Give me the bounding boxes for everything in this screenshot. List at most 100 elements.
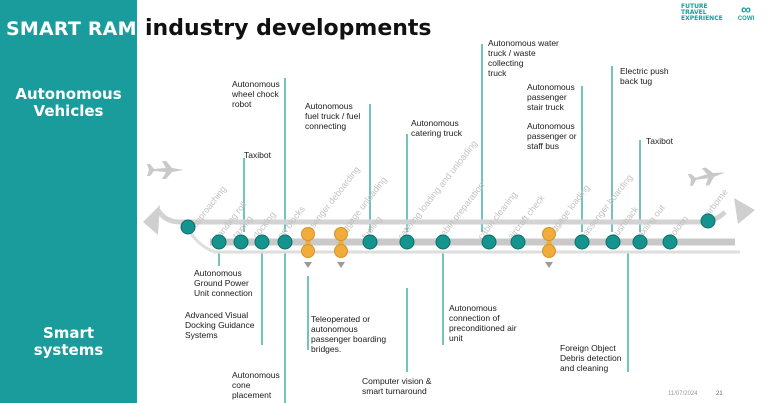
stage-node <box>180 219 196 235</box>
annotation-line: unit <box>449 333 463 343</box>
stage-node <box>277 234 293 250</box>
annotation-line: Electric push <box>620 66 669 76</box>
annotation-ground-power-unit: Autonomous Ground Power Unit connection <box>194 268 253 298</box>
annotation-line: wheel chock <box>232 89 279 99</box>
annotation-taxibot-2: Taxibot <box>646 136 673 146</box>
annotation-line: placement <box>232 390 272 400</box>
annotation-line: stair truck <box>527 102 564 112</box>
annotation-line: staff bus <box>527 141 559 151</box>
bridge-top-disc <box>301 227 315 241</box>
bridge-bottom-disc <box>334 244 348 258</box>
annotation-line: passenger boarding <box>311 334 387 344</box>
side-label-line: Smart <box>42 324 95 342</box>
plane-left-icon <box>147 161 184 179</box>
stage-node <box>632 234 648 250</box>
annotation-line: Autonomous <box>305 101 353 111</box>
annotation-line: Autonomous <box>411 118 459 128</box>
annotation-line: truck <box>488 68 507 78</box>
annotation-passenger-bus: Autonomous passenger or staff bus <box>527 121 577 151</box>
annotation-line: Autonomous water <box>488 38 559 48</box>
annotation-line: Teleoperated or <box>311 314 371 324</box>
stage-label: catering loading and unloading <box>396 138 479 241</box>
boarding-bridges <box>301 227 556 268</box>
annotation-line: Unit connection <box>194 288 253 298</box>
stage-node <box>211 234 227 250</box>
annotation-push-back-tug: Electric push back tug <box>620 66 669 86</box>
annotation-line: Systems <box>185 330 218 340</box>
cowi-wordmark: COWI <box>737 16 755 22</box>
timeline-arrow-lower-2 <box>188 231 740 254</box>
annotation-line: robot <box>232 99 252 109</box>
annotation-wheel-chock-robot: Autonomous wheel chock robot <box>232 79 280 109</box>
sidebar-band: SMART RAMP Autonomous Vehicles Smart sys… <box>0 0 151 403</box>
stage-node <box>481 234 497 250</box>
annotation-line: autonomous <box>311 324 358 334</box>
annotation-docking-guidance: Advanced Visual Docking Guidance Systems <box>185 310 254 340</box>
infinity-icon: ∞ <box>741 1 751 17</box>
side-label-line: Vehicles <box>33 102 104 120</box>
footer-date: 11/07/2024 <box>668 391 698 397</box>
bridge-arrow-down <box>304 262 312 268</box>
boarding-bridge-icon <box>301 227 315 268</box>
annotation-preconditioned-air: Autonomous connection of preconditioned … <box>449 303 517 343</box>
annotation-line: smart turnaround <box>362 386 427 396</box>
annotation-cone-placement: Autonomous cone placement <box>232 370 280 400</box>
autonomous-vehicles-label: Autonomous Vehicles <box>0 86 137 120</box>
annotation-line: Foreign Object <box>560 343 616 353</box>
annotation-line: catering truck <box>411 128 463 138</box>
annotation-line: passenger <box>527 92 567 102</box>
annotation-taxibot-1: Taxibot <box>244 150 271 160</box>
bridge-bottom-disc <box>301 244 315 258</box>
annotation-line: Taxibot <box>244 150 271 160</box>
bridge-top-disc <box>334 227 348 241</box>
smart-systems-label: Smart systems <box>0 325 137 359</box>
annotation-stair-truck: Autonomous passenger stair truck <box>527 82 575 112</box>
annotation-water-truck: Autonomous water truck / waste collectin… <box>488 38 559 78</box>
stage-node <box>435 234 451 250</box>
annotation-line: collecting <box>488 58 524 68</box>
stage-label: passenger boarding <box>578 172 635 241</box>
annotation-line: Autonomous <box>527 121 575 131</box>
timeline-arrow-upper <box>155 208 727 225</box>
boarding-bridge-icon <box>542 227 556 268</box>
annotation-line: cone <box>232 380 251 390</box>
annotation-line: preconditioned air <box>449 323 517 333</box>
stage-node <box>233 234 249 250</box>
bridge-stem <box>305 234 311 250</box>
annotation-boarding-bridges: Teleoperated or autonomous passenger boa… <box>311 314 386 354</box>
stage-node <box>700 213 716 229</box>
annotation-line: Ground Power <box>194 278 249 288</box>
annotation-line: bridges. <box>311 344 342 354</box>
annotation-line: Autonomous <box>232 79 280 89</box>
annotation-fuel-truck: Autonomous fuel truck / fuel connecting <box>305 101 360 131</box>
annotation-line: back tug <box>620 76 653 86</box>
stage-node <box>605 234 621 250</box>
side-label-line: Autonomous <box>15 85 122 103</box>
annotation-line: Autonomous <box>194 268 242 278</box>
annotation-line: passenger or <box>527 131 577 141</box>
stage-nodes <box>180 213 716 250</box>
page-title: industry developments <box>145 16 432 41</box>
boarding-bridge-icon <box>334 227 348 268</box>
stage-node <box>399 234 415 250</box>
stage-node <box>662 234 678 250</box>
brand-title: SMART RAMP <box>6 18 151 40</box>
annotation-line: truck / waste <box>488 48 536 58</box>
annotation-line: and cleaning <box>560 363 609 373</box>
arrowhead-right <box>734 198 755 224</box>
bridge-top-disc <box>542 227 556 241</box>
side-label-line: systems <box>33 341 104 359</box>
annotation-catering-truck: Autonomous catering truck <box>411 118 462 138</box>
arrowhead-left <box>143 205 160 235</box>
annotation-line: Computer vision & <box>362 376 432 386</box>
annotation-line: Taxibot <box>646 136 673 146</box>
footer-page-number: 21 <box>716 391 723 397</box>
annotation-line: fuel truck / fuel <box>305 111 361 121</box>
bridge-arrow-down <box>545 262 553 268</box>
stage-node <box>510 234 526 250</box>
annotation-line: Docking Guidance <box>185 320 255 330</box>
bridge-stem <box>546 234 552 250</box>
annotation-fod-detection: Foreign Object Debris detection and clea… <box>560 343 621 373</box>
stage-node <box>574 234 590 250</box>
